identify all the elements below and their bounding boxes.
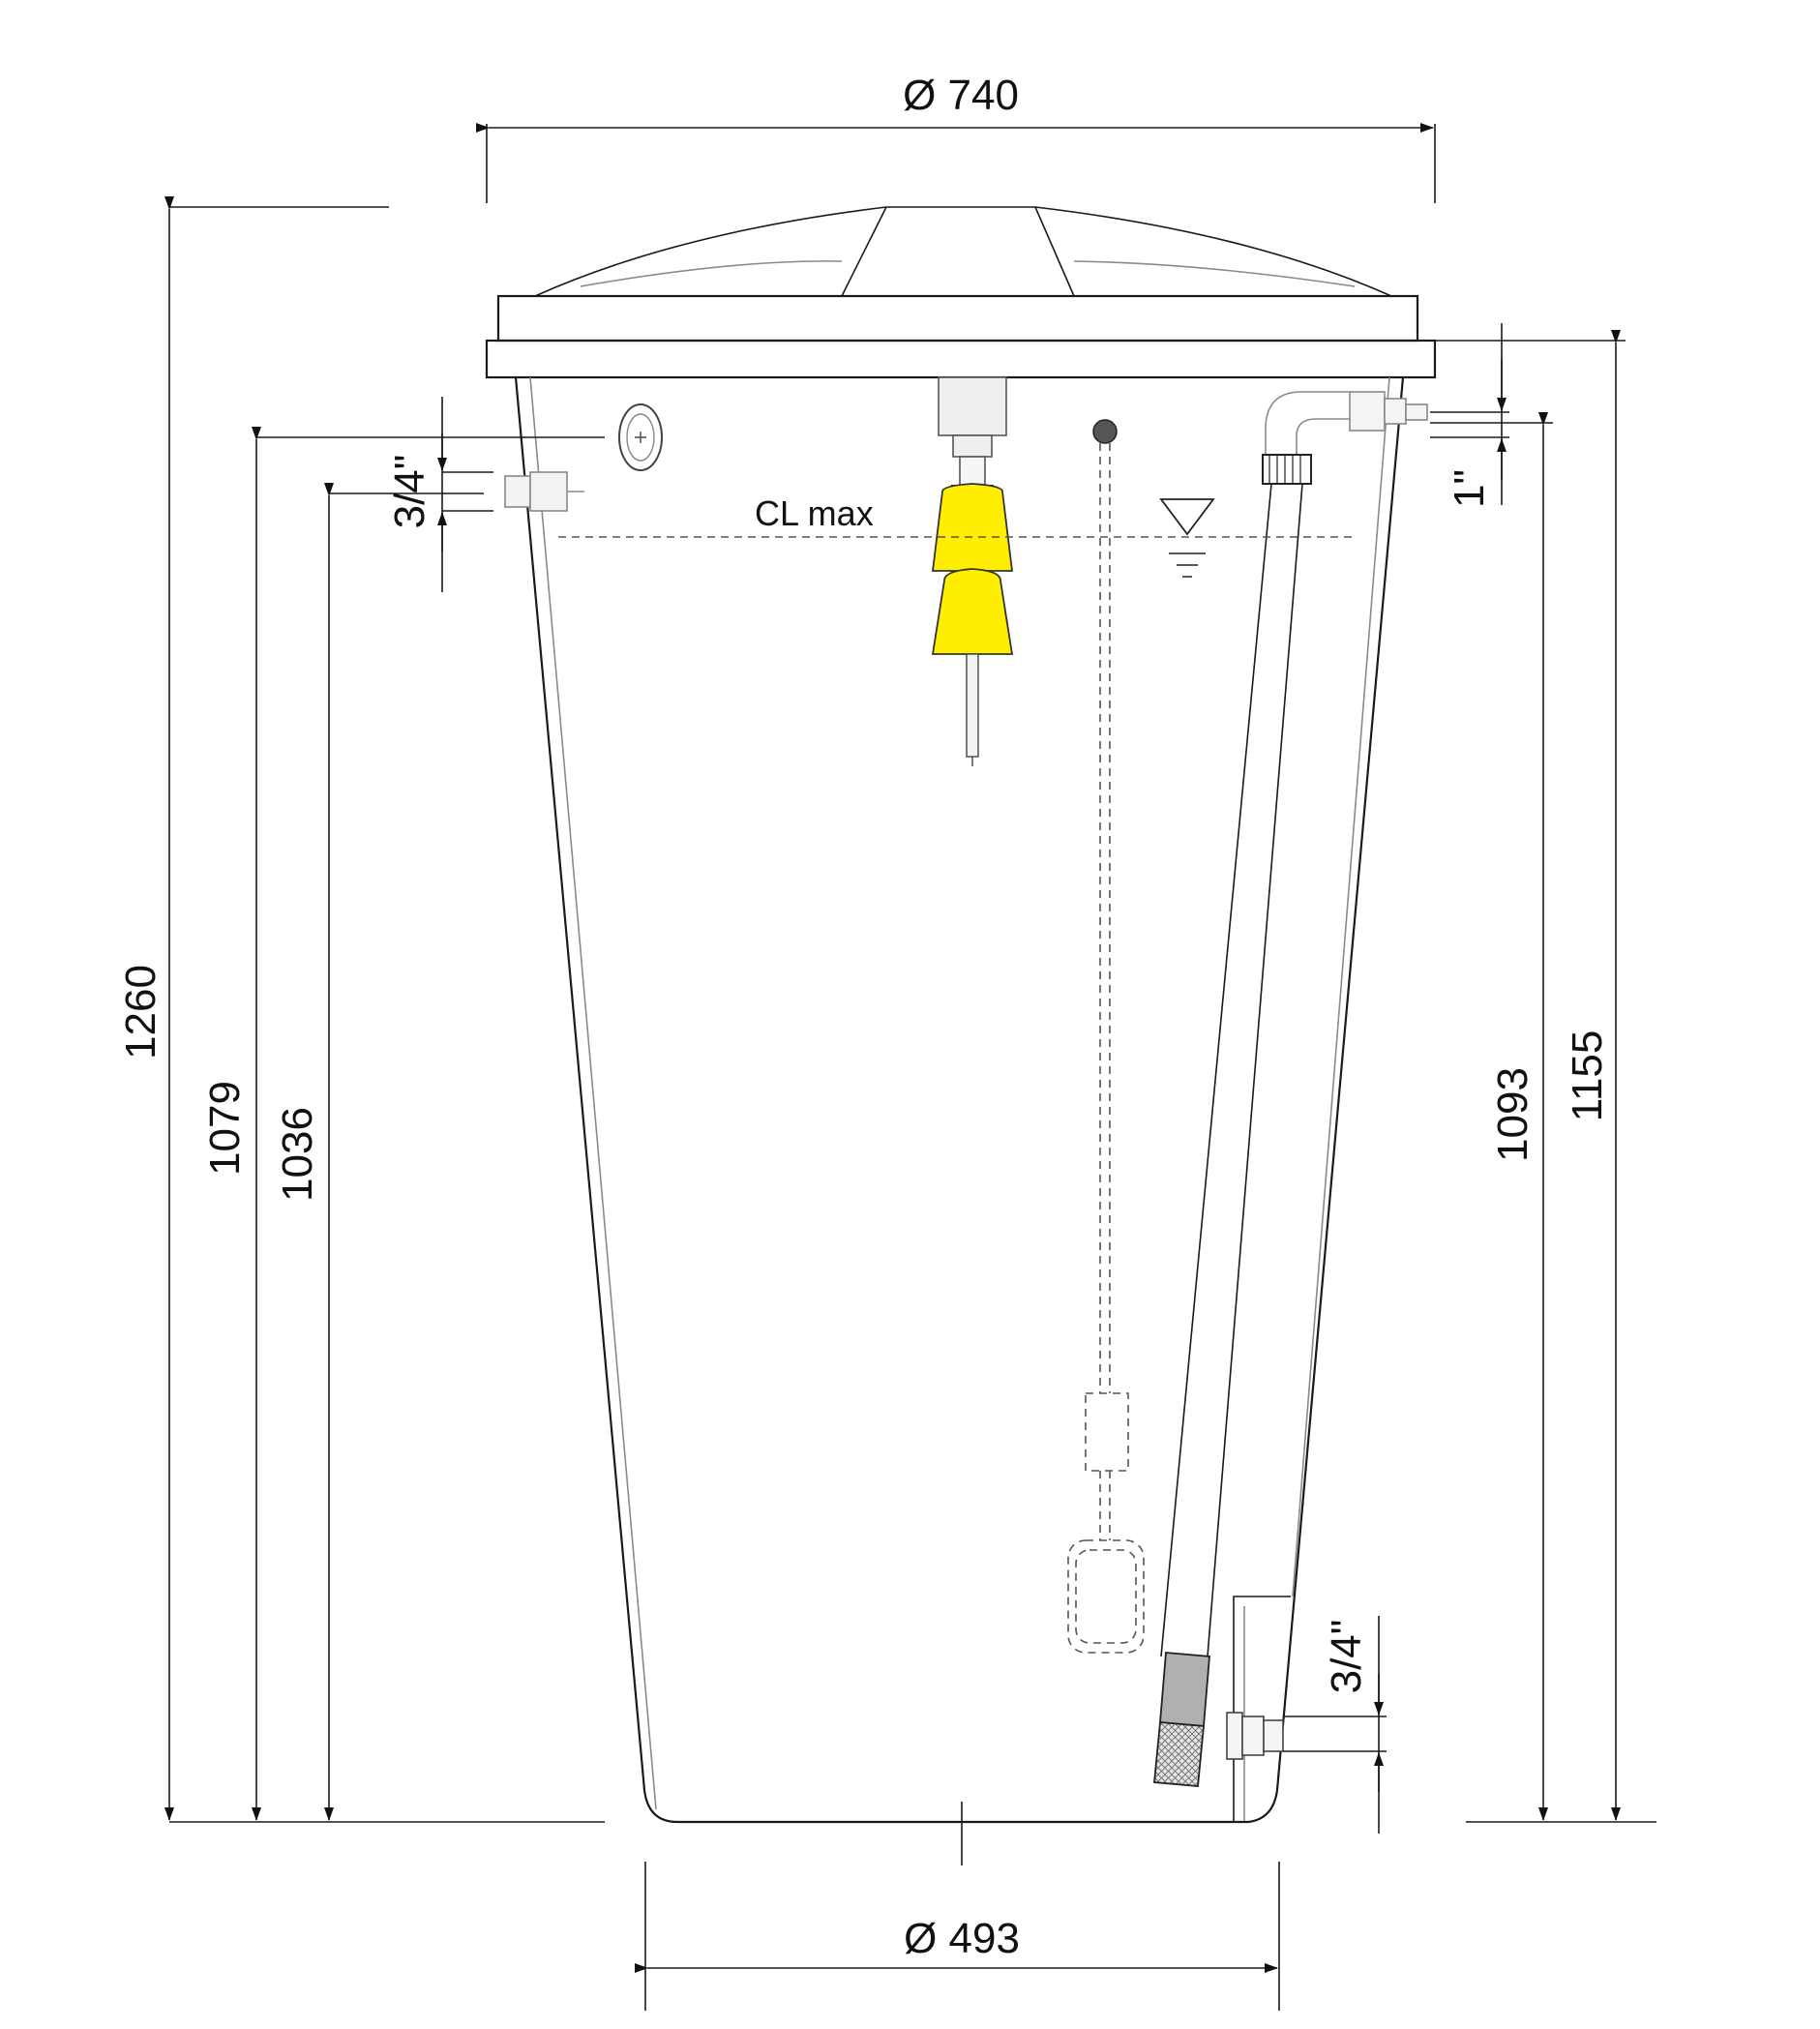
level-sensor (1067, 443, 1145, 1654)
dimension-height-1036: 1036 (274, 483, 484, 1821)
dimensions: Ø 740 Ø 493 1260 1079 1036 (117, 72, 1656, 2011)
inlet-left-label: 3/4" (386, 455, 433, 529)
cl-max-level: CL max (558, 493, 1352, 578)
suction-pipe (1153, 483, 1303, 1787)
dimension-bottom-diameter: Ø 493 (635, 1802, 1280, 2011)
outlet-bottom-label: 3/4" (1323, 1620, 1370, 1694)
dimension-inlet-left: 3/4" (386, 397, 493, 592)
cl-max-label: CL max (755, 493, 874, 533)
height-1079-label: 1079 (201, 1081, 249, 1176)
float-switch-lower (931, 568, 1014, 655)
dimension-inlet-right: 1" (1430, 323, 1509, 508)
height-1036-label: 1036 (274, 1107, 321, 1202)
inlet-right-label: 1" (1446, 469, 1493, 508)
bottom-diameter-label: Ø 493 (904, 1915, 1020, 1962)
tank-body (485, 206, 1437, 1824)
dimension-height-1079: 1079 (201, 427, 605, 1821)
height-1093-label: 1093 (1489, 1067, 1537, 1162)
top-fittings (504, 376, 1428, 512)
height-1155-label: 1155 (1564, 1030, 1611, 1122)
dimension-height-1155: 1155 (1435, 330, 1626, 1821)
top-diameter-label: Ø 740 (903, 72, 1019, 119)
dimension-total-height: 1260 (117, 196, 389, 1821)
float-switch (931, 483, 1014, 766)
float-switch-upper (931, 483, 1014, 572)
dimension-top-diameter: Ø 740 (476, 72, 1436, 203)
dimension-outlet-bottom: 3/4" (1283, 1616, 1387, 1834)
dimension-height-1093: 1093 (1430, 412, 1553, 1821)
total-height-label: 1260 (117, 965, 164, 1059)
